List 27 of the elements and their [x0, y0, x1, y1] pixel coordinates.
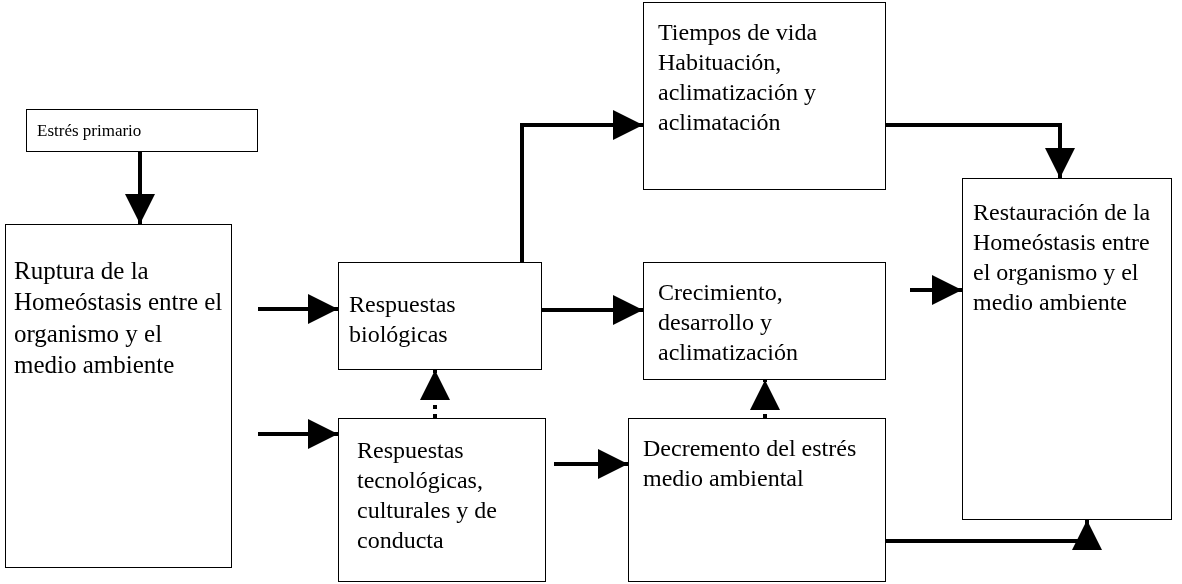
- process-box: [26, 109, 258, 152]
- arrow: [886, 520, 1102, 550]
- arrow: [910, 275, 962, 305]
- box-text: Estrés primario: [37, 120, 143, 142]
- arrow: [542, 295, 643, 325]
- box-text: Decremento del estrés medio ambiental: [643, 434, 858, 493]
- box-text: Ruptura de la Homeóstasis entre el organismo y el medio ambiente: [14, 256, 223, 380]
- box-text: Respuestas tecnológicas, culturales y de conducta: [357, 436, 498, 555]
- process-box: [5, 224, 232, 568]
- box-text: Crecimiento, desarrollo y aclimatización: [658, 278, 799, 367]
- box-text: Respuestas biológicas: [349, 290, 457, 349]
- arrow: [258, 419, 338, 449]
- box-text: Restauración de la Homeóstasis entre el organismo y el medio ambiente: [973, 198, 1152, 317]
- dotted-arrow: [420, 370, 450, 418]
- process-box: [338, 262, 542, 370]
- box-text: Tiempos de vida Habituación, aclimatización y aclimatación: [658, 18, 819, 137]
- arrow: [258, 294, 338, 324]
- process-box: [962, 178, 1172, 520]
- process-box: [628, 418, 886, 582]
- arrow: [125, 152, 155, 224]
- arrow: [886, 123, 1075, 178]
- arrow: [554, 449, 628, 479]
- dotted-arrow: [750, 380, 780, 418]
- process-box: [643, 2, 886, 190]
- process-box: [338, 418, 546, 582]
- process-box: [643, 262, 886, 380]
- arrow: [520, 110, 643, 262]
